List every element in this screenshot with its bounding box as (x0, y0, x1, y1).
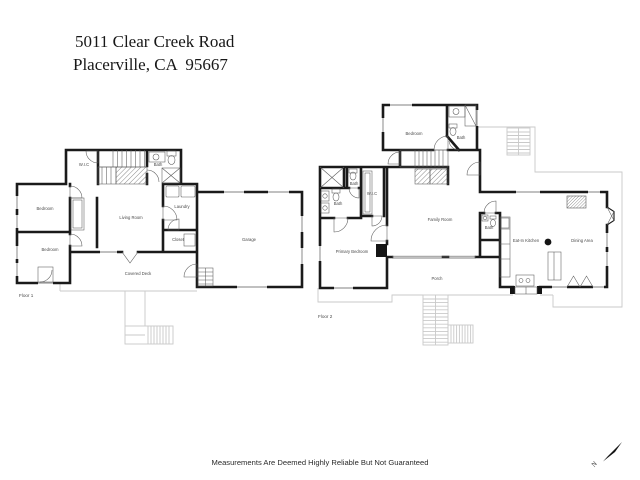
floor1-walls (15, 148, 304, 289)
header: 5011 Clear Creek Road Placerville, CA 95… (73, 32, 235, 74)
floor1-bath-fixtures (146, 150, 181, 184)
room-label-bath-kitchen: Bath (485, 225, 494, 230)
floor2-walls (318, 103, 609, 290)
disclaimer-text: Measurements Are Deemed Highly Reliable … (212, 458, 429, 467)
room-label-covered-deck: Covered Deck (125, 271, 152, 276)
room-label-eat-in-kitchen: Eat-In Kitchen (513, 238, 540, 243)
room-label-dining-area: Dining Area (571, 238, 593, 243)
floor2-roof-outline (317, 126, 623, 346)
room-label-wic: W.I.C (79, 162, 89, 167)
floor1-name: Floor 1 (19, 293, 34, 298)
kitchen-post (544, 238, 552, 246)
floor2-bath-upper-fixtures (448, 104, 477, 136)
room-label-bedroom: Bedroom (406, 131, 424, 136)
floor1-windows (15, 190, 304, 289)
room-label-laundry: Laundry (174, 204, 190, 209)
floor1-stairs (97, 150, 148, 185)
floor2-windows (318, 103, 609, 290)
floor2-name: Floor 2 (318, 314, 333, 319)
room-label-porch: Porch (432, 276, 444, 281)
floor2-door-arcs (333, 135, 497, 242)
room-label-closet: Closet (172, 237, 185, 242)
floor1-fixtures (37, 185, 214, 287)
room-label-bedroom-lower: Bedroom (42, 247, 60, 252)
floor2-stairs (399, 149, 449, 185)
porch-step (510, 286, 542, 295)
room-label-bath-left: Bath (334, 201, 343, 206)
room-label-bath-hall: Bath (350, 181, 359, 186)
floor2-leftwing-fixtures (319, 166, 373, 215)
room-label-garage: Garage (242, 237, 257, 242)
floor2-kitchen-fixtures (481, 214, 594, 288)
north-arrow-icon: N (590, 442, 622, 469)
floor1-roof-outline (59, 283, 197, 345)
room-label-bath: Bath (154, 162, 163, 167)
address-line2: Placerville, CA 95667 (73, 55, 228, 74)
floor1-door-arcs (69, 150, 198, 278)
room-label-living-room: Living Room (119, 215, 143, 220)
room-label-primary-bedroom: Primary Bedroom (336, 249, 369, 254)
floor1-plan: W.I.C Bath Bedroom Living Room Laundry B… (15, 148, 304, 345)
floor2-plan: Bedroom Bath Bath W.I.C Bath Primary Bed… (317, 103, 623, 346)
address-line1: 5011 Clear Creek Road (75, 32, 235, 51)
bay-window (606, 206, 615, 226)
room-label-wic2: W.I.C (367, 191, 377, 196)
room-label-bedroom-upper: Bedroom (37, 206, 55, 211)
room-label-family-room: Family Room (428, 217, 453, 222)
room-label-bath-upper: Bath (457, 135, 466, 140)
north-label: N (590, 460, 598, 468)
skylight (566, 195, 587, 209)
wall-post (376, 244, 387, 257)
